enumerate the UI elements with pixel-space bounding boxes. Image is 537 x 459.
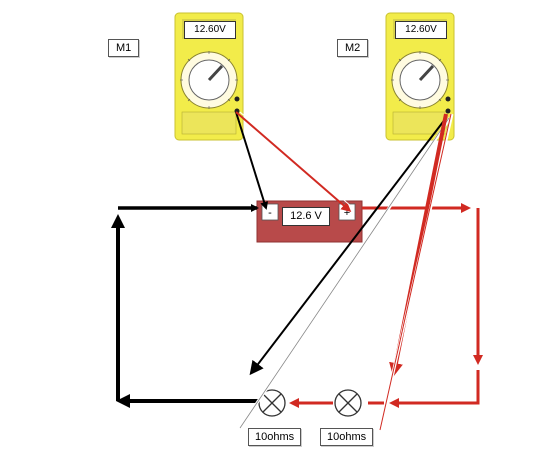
battery-neg-symbol: - (268, 207, 272, 219)
lamp-left (258, 389, 286, 417)
lamp-right (334, 389, 362, 417)
meter-label-m2: M2 (337, 39, 369, 57)
m1-red-lead (235, 111, 352, 212)
lamp-left-label: 10ohms (248, 428, 302, 446)
meter-m1-display: 12.60V (184, 21, 236, 39)
m1-black-lead (235, 111, 269, 210)
meter-label-m1: M1 (108, 39, 140, 57)
m2-black-lead (249, 117, 447, 376)
meter-m2-display: 12.60V (395, 21, 447, 39)
battery-pos-symbol: + (344, 207, 350, 219)
battery-voltage-label: 12.6 V (282, 207, 330, 226)
lamp-right-label: 10ohms (320, 428, 374, 446)
red-wire-right-down (389, 370, 480, 408)
